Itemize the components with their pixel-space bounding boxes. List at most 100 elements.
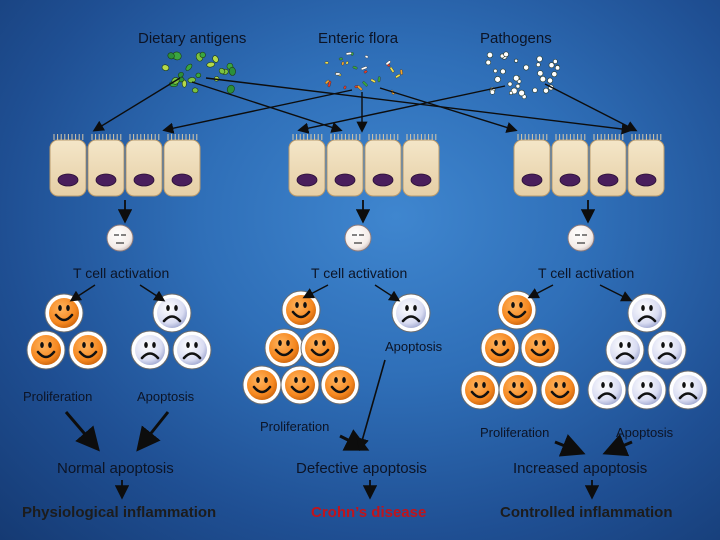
pathogen-particle [523, 64, 530, 71]
flow-arrow [139, 284, 166, 302]
pathogen-particle [552, 59, 558, 64]
pathogen-particle [536, 62, 541, 68]
pathogen-particle [494, 76, 501, 83]
epithelial-cell-icon [402, 134, 440, 197]
happy-tcell-icon [26, 330, 66, 370]
enteric-flora-particle [345, 52, 352, 56]
enteric-flora-particle [338, 57, 343, 61]
pathogen-particle [503, 51, 509, 58]
pathogen-particle [554, 65, 561, 71]
epithelial-cell-icon [125, 134, 163, 197]
result-normal-apoptosis: Normal apoptosis [57, 460, 174, 477]
flow-arrow [374, 284, 401, 302]
happy-tcell-icon [460, 370, 500, 410]
sad-tcell-icon [172, 330, 212, 370]
flow-arrow [356, 359, 386, 452]
label-apoptosis-2: Apoptosis [385, 339, 443, 354]
happy-tcell-icon [280, 365, 320, 405]
dietary-antigen-particle [167, 52, 175, 60]
sad-tcell-icon [668, 370, 708, 410]
pathogen-particle [486, 52, 493, 59]
sad-tcell-icon [627, 370, 667, 410]
sad-tcell-icon [647, 330, 687, 370]
outcome-physiological-inflammation: Physiological inflammation [22, 504, 217, 521]
enteric-flora-particle [345, 61, 349, 65]
epithelial-cell-icon [49, 134, 87, 197]
pathogen-particle [509, 91, 514, 96]
happy-tcell-icon [264, 328, 304, 368]
enteric-flora-particle [362, 81, 368, 87]
flow-arrow [69, 284, 96, 302]
epithelial-cell-icon [627, 134, 665, 197]
label-apoptosis-3: Apoptosis [616, 425, 674, 440]
flow-arrow [191, 81, 343, 133]
pathogen-particle [515, 83, 521, 89]
happy-tcell-icon [281, 290, 321, 330]
epithelial-cell-icon [288, 134, 326, 197]
happy-tcell-icon [242, 365, 282, 405]
happy-tcell-icon [480, 328, 520, 368]
epithelial-layers [49, 134, 665, 197]
dietary-antigen-particle [185, 63, 193, 71]
sad-tcell-icon [152, 293, 192, 333]
enteric-flora-particle [364, 55, 369, 59]
enteric-flora-particle [335, 72, 341, 76]
dietary-antigen-particle [226, 84, 235, 94]
enteric-flora-particle [389, 66, 395, 73]
happy-tcell-icon [520, 328, 560, 368]
enteric-flora-particle [395, 73, 401, 79]
pathogen-particle [532, 87, 538, 93]
flow-arrow [92, 77, 181, 132]
dietary-antigen-particle [212, 55, 219, 63]
enteric-flora-particle [324, 79, 330, 85]
pathogen-particle [514, 58, 519, 63]
dietary-antigen-particle [177, 71, 184, 78]
label-dietary-antigens: Dietary antigens [138, 30, 247, 47]
flow-arrow [379, 87, 518, 133]
pathogen-particle [543, 87, 549, 94]
result-defective-apoptosis: Defective apoptosis [296, 460, 427, 477]
outcome-crohns-disease: Crohn’s disease [311, 504, 427, 521]
pathogen-particle [513, 75, 520, 82]
flow-arrow [602, 434, 633, 457]
sad-tcell-icon [627, 293, 667, 333]
dietary-antigen-particle [195, 72, 202, 78]
label-pathogens: Pathogens [480, 30, 552, 47]
naive-tcell-icon [567, 224, 595, 252]
happy-tcell-icon [497, 290, 537, 330]
epithelial-cell-icon [326, 134, 364, 197]
pathogen-particle [548, 62, 555, 69]
pathogen-particle [547, 77, 553, 84]
happy-tcell-icon [540, 370, 580, 410]
sad-tcell-icon [587, 370, 627, 410]
dietary-antigen-particle [192, 87, 199, 94]
happy-tcell-icon [44, 293, 84, 333]
enteric-flora-particle [360, 66, 368, 71]
enteric-flora-particle [352, 65, 358, 70]
happy-tcell-icon [68, 330, 108, 370]
happy-tcell-icon [300, 328, 340, 368]
pathogen-particle [539, 75, 547, 83]
tcell-faces [26, 290, 708, 410]
pathogen-particle [500, 68, 506, 75]
flow-arrow [599, 284, 633, 302]
enteric-flora-particle [357, 85, 363, 91]
label-proliferation-1: Proliferation [23, 389, 93, 404]
label-proliferation-3: Proliferation [480, 425, 550, 440]
enteric-flora-particle [363, 70, 368, 74]
enteric-flora-particle [399, 69, 403, 75]
dietary-antigen-particle [228, 66, 236, 76]
sad-tcell-icon [391, 293, 431, 333]
enteric-flora-particle [341, 61, 345, 66]
enteric-flora-particle [385, 60, 391, 66]
epithelial-cell-icon [87, 134, 125, 197]
label-tcell-activation-1: T cell activation [73, 265, 170, 281]
epithelial-cell-icon [364, 134, 402, 197]
label-proliferation-2: Proliferation [260, 419, 330, 434]
enteric-flora-particle [343, 85, 347, 90]
sad-tcell-icon [130, 330, 170, 370]
dietary-antigen-particle [218, 68, 226, 75]
pathogen-particle [536, 55, 543, 63]
